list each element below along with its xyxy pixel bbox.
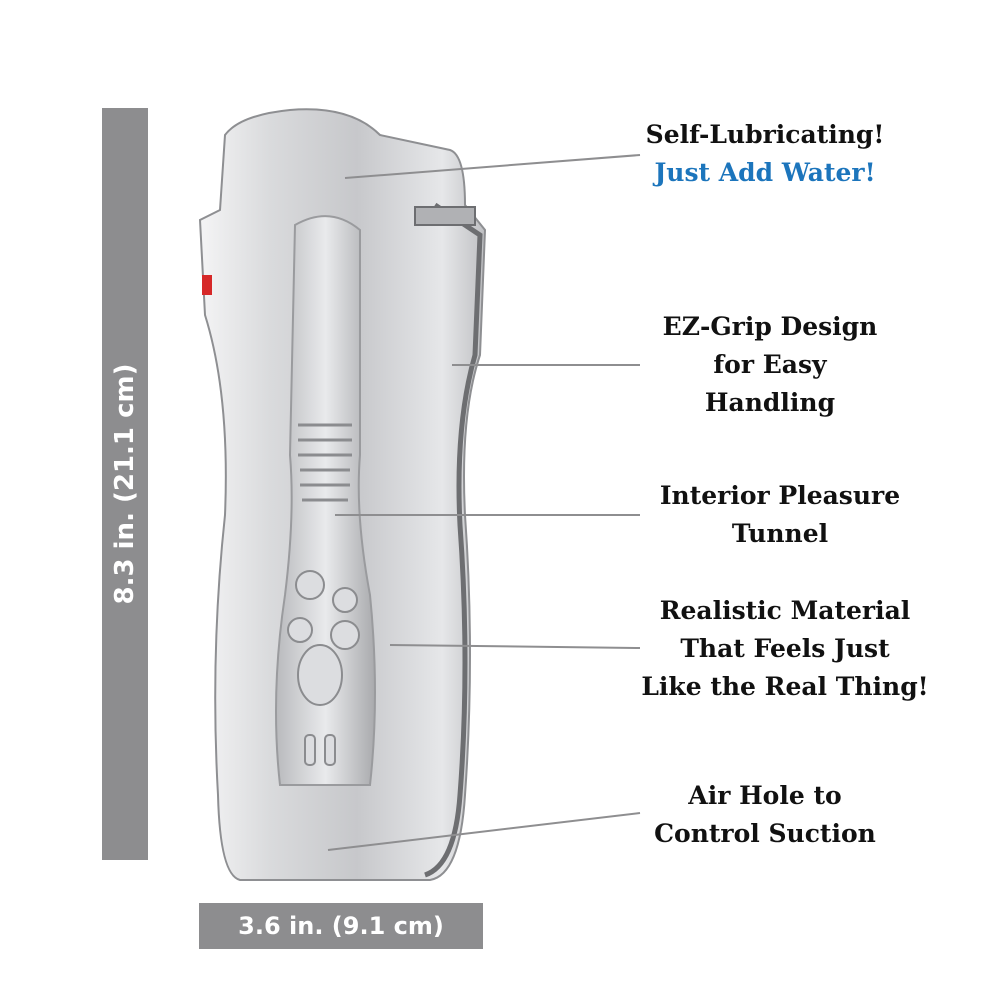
width-dimension-bar: 3.6 in. (9.1 cm) <box>199 903 483 949</box>
height-dimension-label: 8.3 in. (21.1 cm) <box>110 363 140 605</box>
callout-grip-line1: EZ-Grip Design <box>662 312 878 341</box>
callout-tunnel-line1: Interior Pleasure <box>659 481 901 510</box>
callout-material-line1: Realistic Material <box>659 596 911 625</box>
callout-airhole-line2: Control Suction <box>654 819 876 848</box>
tunnel-nubs <box>287 570 360 766</box>
callout-lubricating: Self-Lubricating! Just Add Water! <box>645 116 885 192</box>
callout-material-line3: Like the Real Thing! <box>641 672 929 701</box>
callout-lubricating-accent: Just Add Water! <box>654 158 876 187</box>
callout-grip-line2: for Easy <box>713 350 827 379</box>
callout-grip-line3: Handling <box>704 388 836 417</box>
red-marker <box>202 275 212 295</box>
callout-airhole-line1: Air Hole to <box>688 781 842 810</box>
width-dimension-label: 3.6 in. (9.1 cm) <box>238 912 444 940</box>
callout-material-line2: That Feels Just <box>680 634 890 663</box>
product-image <box>198 108 487 881</box>
callout-material: Realistic Material That Feels Just Like … <box>640 592 930 706</box>
tunnel-ribs <box>298 423 352 502</box>
height-dimension-bar: 8.3 in. (21.1 cm) <box>102 108 148 860</box>
callout-grip: EZ-Grip Design for Easy Handling <box>650 308 890 422</box>
callout-airhole: Air Hole to Control Suction <box>650 777 880 853</box>
callout-tunnel-line2: Tunnel <box>731 519 829 548</box>
callout-lubricating-line1: Self-Lubricating! <box>645 120 885 149</box>
cap-ring <box>414 206 476 226</box>
callout-tunnel: Interior Pleasure Tunnel <box>650 477 910 553</box>
